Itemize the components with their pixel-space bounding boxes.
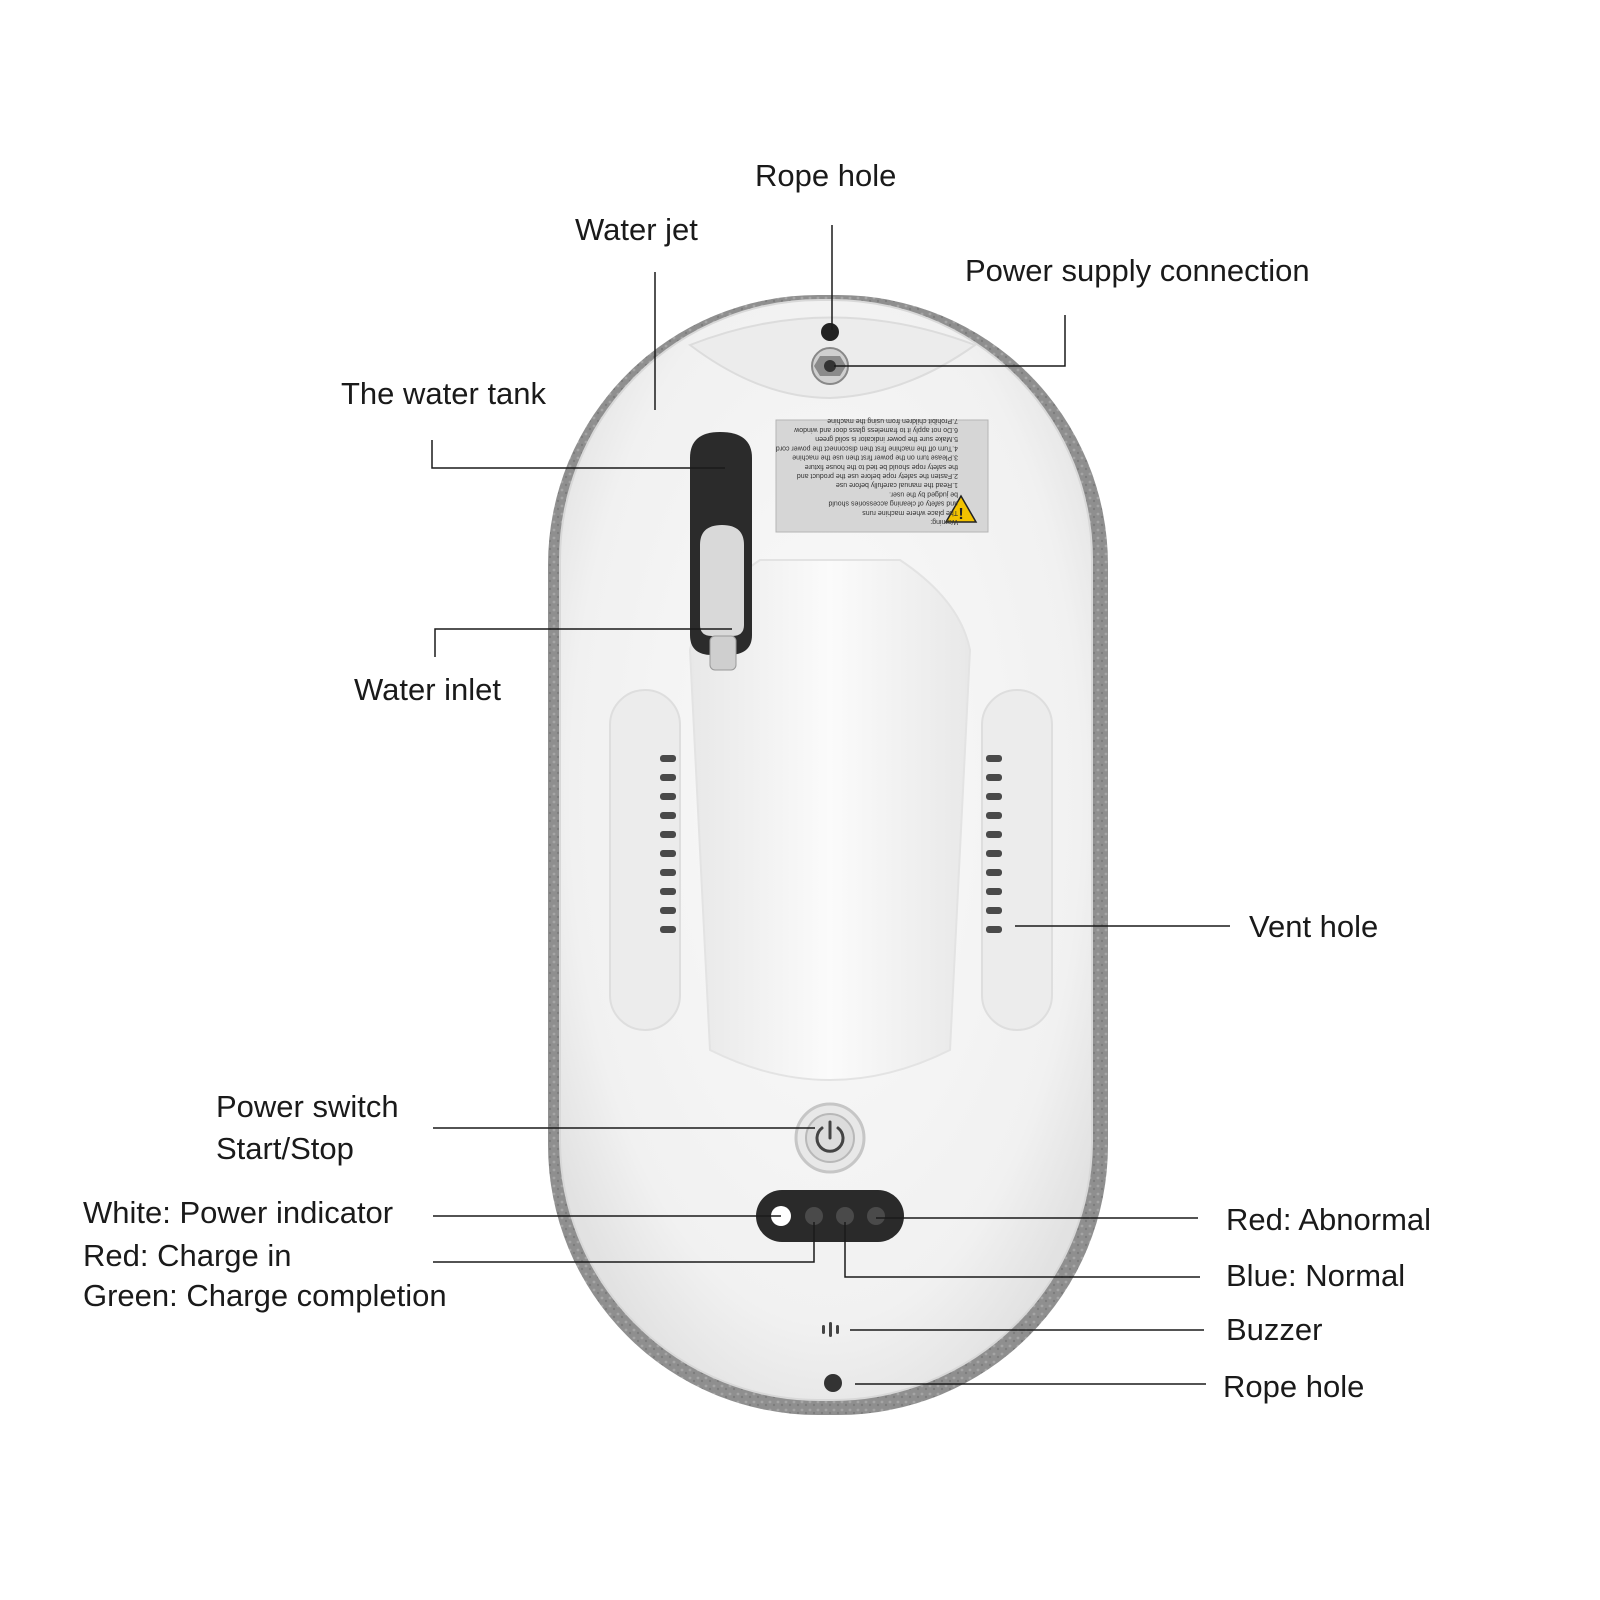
sticker-line: the safety rope should be tied to the ho… [805, 463, 958, 470]
sticker-line: The place where machine runs [862, 509, 958, 516]
sticker-line: 4.Turn off the machine first then discon… [776, 444, 958, 451]
warning-sticker: ! Warning: The place where machine runs an… [775, 417, 989, 533]
leader-water-inlet [434, 628, 732, 657]
sticker-line: 3.Please turn on the power first then us… [792, 454, 958, 461]
leader-water-tank [431, 440, 725, 469]
vent-slot [660, 869, 676, 876]
vent-recess-left [609, 689, 681, 1031]
led-abnormal [867, 1207, 885, 1225]
sticker-line: 6.Do not apply it to frameless glass doo… [793, 426, 958, 433]
vent-slot [660, 774, 676, 781]
label-white-power: White: Power indicator [83, 1195, 394, 1230]
sticker-line: 7.Prohibit children from using the machi… [827, 417, 958, 424]
vent-slot [986, 831, 1002, 838]
vent-slot [986, 888, 1002, 895]
vent-slot [660, 755, 676, 762]
sticker-line: 2.Fasten the safety rope before use the … [797, 472, 958, 479]
label-power-switch: Power switch [216, 1089, 399, 1124]
label-rope-hole-top: Rope hole [755, 158, 897, 193]
vent-slots-left [660, 755, 676, 933]
led-status [836, 1207, 854, 1225]
label-vent-hole: Vent hole [1249, 909, 1379, 944]
power-icon [815, 1126, 845, 1153]
led-charge [805, 1207, 823, 1225]
warning-icon [944, 494, 978, 523]
vent-slot [986, 907, 1002, 914]
vent-slot [986, 793, 1002, 800]
vent-slot [986, 755, 1002, 762]
label-red-charge: Red: Charge in [83, 1238, 292, 1273]
vent-recess-right [981, 689, 1053, 1031]
label-start-stop: Start/Stop [216, 1131, 354, 1166]
water-tank [690, 432, 752, 671]
leader-power-supply [834, 315, 1066, 367]
label-rope-hole-bottom: Rope hole [1223, 1369, 1365, 1404]
vent-slot [986, 926, 1002, 933]
sticker-heading: Warning: [930, 518, 958, 525]
svg-text:!: ! [958, 506, 963, 523]
speaker-icon [822, 1322, 839, 1337]
vent-slots-right [986, 755, 1002, 933]
label-green-charge: Green: Charge completion [83, 1278, 447, 1313]
label-buzzer: Buzzer [1226, 1312, 1323, 1347]
label-power-supply: Power supply connection [965, 253, 1310, 288]
vent-slot [660, 888, 676, 895]
label-blue-normal: Blue: Normal [1226, 1258, 1406, 1293]
vent-slot [660, 831, 676, 838]
sticker-line: 1.Read the manual carefully before use [836, 481, 958, 488]
label-water-inlet: Water inlet [354, 672, 502, 707]
rope-hole-bottom-icon [824, 1374, 842, 1392]
label-red-abnormal: Red: Abnormal [1226, 1202, 1432, 1237]
label-water-jet: Water jet [575, 212, 698, 247]
sticker-line: 5.Make sure the power indicator is solid… [815, 435, 958, 442]
vent-slot [660, 850, 676, 857]
rope-hole-top-icon [821, 323, 839, 341]
leader-blue-normal [844, 1222, 1200, 1278]
leader-charge [433, 1222, 815, 1263]
vent-slot [986, 812, 1002, 819]
vent-slot [660, 793, 676, 800]
leader-lines [431, 225, 1230, 1385]
vent-slot [660, 926, 676, 933]
label-water-tank: The water tank [341, 376, 547, 411]
vent-slot [660, 907, 676, 914]
vent-slot [986, 774, 1002, 781]
vent-slot [986, 850, 1002, 857]
sticker-line: and safety of cleaning accessories shoul… [828, 500, 958, 507]
sticker-line: be judged by the user. [889, 490, 958, 497]
power-button[interactable] [794, 1102, 866, 1174]
vent-slot [660, 812, 676, 819]
power-connector-icon [811, 347, 849, 385]
vent-slot [986, 869, 1002, 876]
